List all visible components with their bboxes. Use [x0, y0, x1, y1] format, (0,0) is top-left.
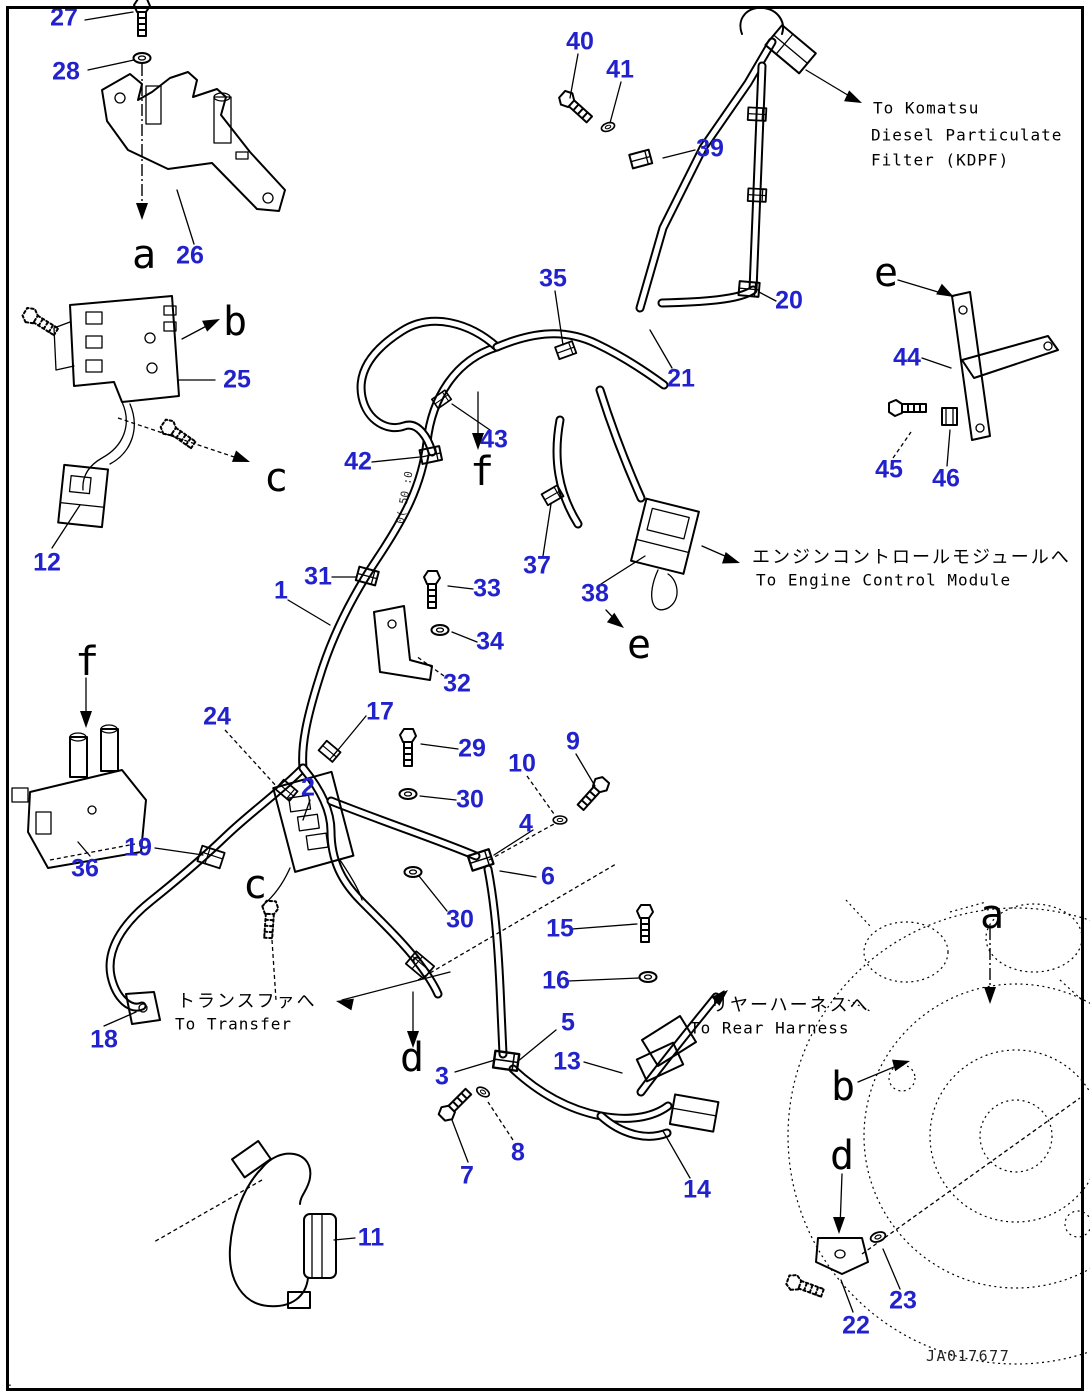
- part-number-45: 45: [875, 455, 903, 484]
- view-letter-b: b: [830, 1064, 856, 1110]
- annotation-transfer-jp: トランスファへ: [177, 991, 317, 1013]
- part-number-40: 40: [566, 27, 594, 56]
- part-number-13: 13: [553, 1047, 581, 1076]
- part-number-23: 23: [889, 1286, 917, 1315]
- bracket-25-art: [53, 295, 180, 491]
- part-number-25: 25: [223, 365, 251, 394]
- part-number-31: 31: [304, 562, 332, 591]
- part-number-18: 18: [90, 1025, 118, 1054]
- part-number-4: 4: [519, 809, 533, 838]
- view-letter-e: e: [626, 622, 652, 668]
- bolts-art: [19, 0, 927, 1302]
- part-number-38: 38: [581, 579, 609, 608]
- annotation-kdpf-line-3: Filter (KDPF): [871, 150, 1010, 170]
- part-number-21: 21: [667, 364, 695, 393]
- flywheel-housing-art: [787, 899, 1090, 1365]
- part-number-29: 29: [458, 734, 486, 763]
- view-letter-a: a: [979, 892, 1005, 938]
- view-arrows-art: [80, 69, 996, 1234]
- bracket-32-art: [373, 605, 433, 681]
- part-number-17: 17: [366, 697, 394, 726]
- part-number-39: 39: [696, 134, 724, 163]
- ecm-connector-38-art: [630, 497, 700, 611]
- view-letter-f: f: [469, 449, 495, 495]
- part-number-10: 10: [508, 749, 536, 778]
- view-letter-d: d: [829, 1133, 855, 1179]
- part-number-5: 5: [561, 1008, 575, 1037]
- part-number-6: 6: [541, 862, 555, 891]
- view-letter-b: b: [222, 299, 248, 345]
- annotation-transfer-en: To Transfer: [175, 1014, 292, 1034]
- connector-13-14-art: [635, 1015, 720, 1133]
- part-number-8: 8: [511, 1138, 525, 1167]
- part-number-9: 9: [566, 727, 580, 756]
- part-number-12: 12: [33, 548, 61, 577]
- part-number-1: 1: [274, 576, 288, 605]
- part-number-26: 26: [176, 241, 204, 270]
- annotation-ecm-en: To Engine Control Module: [756, 570, 1012, 590]
- annotation-kdpf-line-2: Diesel Particulate: [871, 125, 1063, 145]
- figure-id: JA017677: [926, 1347, 1011, 1365]
- part-number-16: 16: [542, 966, 570, 995]
- part-number-28: 28: [52, 57, 80, 86]
- clip-22-art: [815, 1237, 869, 1275]
- corner-artifact: .: [8, 1373, 12, 1389]
- part-number-3: 3: [435, 1062, 449, 1091]
- bracket-26-art: [101, 71, 286, 212]
- sub-harness-11-art: [228, 1139, 337, 1309]
- part-number-24: 24: [203, 702, 231, 731]
- leader-lines-art: [51, 11, 991, 1313]
- bracket-36-art: [11, 724, 147, 869]
- part-number-2: 2: [301, 773, 315, 802]
- part-number-42: 42: [344, 447, 372, 476]
- part-number-22: 22: [842, 1311, 870, 1340]
- part-number-19: 19: [124, 833, 152, 862]
- part-number-41: 41: [606, 55, 634, 84]
- annotation-ecm-jp: エンジンコントロールモジュールへ: [752, 547, 1071, 569]
- view-letter-d: d: [399, 1035, 425, 1081]
- part-number-7: 7: [460, 1161, 474, 1190]
- bracket-44-art: [941, 291, 1059, 441]
- annotation-rear-en: To Rear Harness: [690, 1018, 850, 1038]
- connector-12-art: [57, 463, 110, 529]
- view-letter-e: e: [873, 250, 899, 296]
- part-number-11: 11: [357, 1223, 385, 1252]
- part-number-46: 46: [932, 464, 960, 493]
- view-letter-c: c: [263, 455, 289, 501]
- harness-tubes-art: [105, 37, 777, 1141]
- part-number-14: 14: [683, 1175, 711, 1204]
- view-letter-c: c: [242, 862, 268, 908]
- part-number-30: 30: [456, 785, 484, 814]
- part-number-32: 32: [443, 669, 471, 698]
- part-number-43: 43: [480, 425, 508, 454]
- annotation-rear-jp: リヤーハーネスへ: [710, 995, 870, 1017]
- part-number-20: 20: [775, 286, 803, 315]
- part-number-35: 35: [539, 264, 567, 293]
- part-number-33: 33: [473, 574, 501, 603]
- part-number-15: 15: [546, 914, 574, 943]
- part-number-30: 30: [446, 905, 474, 934]
- part-number-44: 44: [893, 343, 921, 372]
- annotation-kdpf-line-1: To Komatsu: [873, 98, 980, 118]
- part-number-36: 36: [71, 854, 99, 883]
- relay-block-2-art: [261, 770, 363, 907]
- part-number-37: 37: [523, 551, 551, 580]
- view-letter-a: a: [131, 232, 157, 278]
- view-letter-f: f: [74, 639, 100, 685]
- part-number-34: 34: [476, 627, 504, 656]
- part-number-27: 27: [50, 3, 78, 32]
